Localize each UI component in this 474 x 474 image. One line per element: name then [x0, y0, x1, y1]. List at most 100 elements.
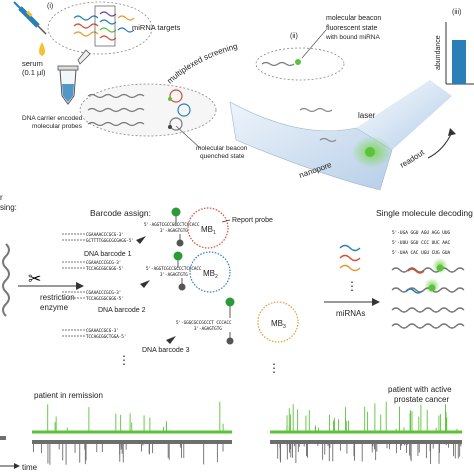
- time-arrowhead: [14, 463, 20, 469]
- beacon-fluor-label-1: molecular beacon: [326, 15, 381, 22]
- seq-e1: CGAAACCCGCG-3': [86, 290, 121, 295]
- seq-d1: 5'-AGGTCGCCGCCCTCCCACC: [146, 266, 202, 271]
- probe-1-group: 5'-AGGTCGCCGCCCTCCCACC 3'-AGAGTGTG MB1: [144, 207, 229, 249]
- beacon-quenched-label-1: molecular beacon: [196, 145, 248, 152]
- beacon-loop-1: [187, 207, 229, 249]
- syringe-icon: [13, 1, 47, 35]
- mirnas-label: miRNAs: [336, 309, 365, 318]
- fluor-molecule: [365, 147, 375, 157]
- restriction-label-2: enzyme: [40, 303, 69, 312]
- cancer-trace-green-baseline: [270, 430, 462, 434]
- seq-e2: TCCAGCGGCGGG-5': [86, 296, 124, 301]
- bind-arrow-1: [136, 236, 146, 244]
- decode-seq-3: 5'-UAA CAC UGU CUG GUA: [392, 250, 451, 256]
- quencher-2: [178, 283, 186, 291]
- beacon-loop-2: [189, 251, 231, 293]
- serum-drop-icon: [39, 42, 45, 56]
- probe-3-group: 5'-GGGCGCCGCCCT CCCACC 3'-AGAGTGTG MB3: [176, 297, 299, 345]
- remission-trace-gray-baseline: [32, 440, 232, 444]
- seq-a1: CGAAAACCCGCG-3': [86, 232, 124, 237]
- fluor-dot: [295, 59, 301, 65]
- bound-beacon-ellipse: [255, 47, 345, 81]
- left-fragment-2: sing:: [0, 203, 17, 212]
- seq-c2: TCCAGCGGCGGG-5': [86, 266, 124, 271]
- quencher-1: [176, 239, 184, 247]
- cancer-trace-gray-baseline: [270, 440, 462, 444]
- dna-carrier-label-1: DNA carrier encoded: [22, 115, 83, 122]
- bind-arrow-3: [166, 336, 176, 344]
- barcode-3-label: DNA barcode 3: [142, 347, 190, 354]
- readout-label: readout: [398, 147, 426, 169]
- seq-b1: 5'-AGGTCGCCGCCCTCCCACC: [144, 222, 200, 227]
- barcode-2-label: DNA barcode 2: [98, 307, 146, 314]
- active-label-1: patient with active: [388, 385, 452, 394]
- mb1-label: MB1: [201, 225, 216, 236]
- nanopore-funnel: [229, 101, 393, 191]
- translocating-strand: [299, 107, 333, 113]
- trace-group: [0, 401, 462, 465]
- decoding-strands: [391, 258, 465, 329]
- mb3-label: MB3: [271, 319, 286, 330]
- sample-tube-icon: [57, 49, 91, 105]
- ellipsis-mirna: ⋮: [346, 279, 358, 293]
- seq-c1: CGAAACCCGCG-3': [86, 260, 121, 265]
- dna-carrier-probes: [87, 89, 191, 131]
- mirna-targets-label: miRNA targets: [132, 23, 181, 32]
- serum-label: serum: [22, 59, 43, 68]
- quenched-leader-line: [175, 125, 201, 149]
- mirna-squiggles: [339, 244, 361, 272]
- beacon-fluor-label-3: with bound miRNA: [325, 34, 380, 41]
- fluorophore-2: [173, 251, 183, 261]
- bind-arrow-2: [140, 280, 150, 288]
- scissors-icon: ✂: [28, 271, 41, 288]
- translocating-strand-2: [319, 137, 337, 143]
- targets-ellipse: [47, 1, 153, 55]
- laser-beam: [356, 80, 452, 150]
- restriction-arrowhead: [76, 282, 84, 290]
- serum-volume-label: (0.1 µl): [22, 68, 46, 77]
- panel-a: (i) serum (0.1 µl) miRNA targets DNA c: [13, 1, 474, 191]
- abundance-label: abundance: [435, 35, 442, 70]
- remission-label: patient in remission: [34, 391, 103, 400]
- panel-label-i: (i): [47, 3, 53, 10]
- dna-carrier-label-2: molecular probes: [32, 123, 83, 130]
- decode-seq-2: 5'-UUU GGU CCC UUC AAC: [392, 240, 451, 246]
- fluorophore-3: [225, 297, 235, 307]
- fluorophore-1: [171, 207, 181, 217]
- beacon-quenched-label-2: quenched state: [200, 153, 245, 160]
- time-label: time: [22, 463, 38, 472]
- restriction-label-1: restriction: [40, 293, 75, 302]
- mirna-targets-cluster: [73, 5, 135, 47]
- seq-d2: 3'-AGAGTGTG: [160, 272, 188, 277]
- mb2-label: MB2: [203, 269, 218, 280]
- seq-g2: TCCAGCGGCTGGA-5': [86, 334, 126, 339]
- seq-f1: 5'-GGGCGCCGCCCT CCCACC: [176, 320, 232, 325]
- multiplexed-screening-label: multiplexed screening: [165, 42, 238, 86]
- barcode-1-group: CGAAAACCCGCG-3' GCTTTTGGGCGCGAGG-5' DNA …: [62, 232, 134, 258]
- beacon-fluor-label-2: fluorescent state: [326, 25, 377, 32]
- seq-g1: CGAAACCGCG-3': [86, 328, 119, 333]
- fluor-leader-line: [301, 29, 327, 59]
- decode-seq-1: 5'-UGA GGU AGU AGG UUG: [392, 230, 451, 236]
- left-fragment-1: r: [0, 193, 3, 202]
- readout-arrowhead: [448, 128, 456, 136]
- seq-a2: GCTTTTGGGCGCGAGG-5': [86, 238, 134, 243]
- barcode-1-label: DNA barcode 1: [84, 251, 132, 258]
- genomic-dna-strand: [2, 243, 10, 317]
- barcode-3-group: CGAAACCGCG-3' TCCAGCGGCTGGA-5' DNA barco…: [62, 328, 190, 354]
- seq-b2: 3'-AGAGTGTG: [160, 228, 188, 233]
- mirna-arrowhead: [372, 298, 380, 306]
- seq-f2: 3'-AGAGTGTG: [194, 326, 222, 331]
- barcode-2-group: CGAAACCCGCG-3' TCCAGCGGCGGG-5': [62, 260, 124, 271]
- ellipsis-left: ⋮: [118, 353, 130, 367]
- panel-c: patient in remission patient with active…: [0, 385, 462, 472]
- single-molecule-label: Single molecule decoding: [376, 208, 473, 218]
- probes-ellipse: [79, 83, 217, 137]
- active-label-2: prostate cancer: [394, 395, 449, 404]
- panel-label-ii: (ii): [290, 33, 298, 40]
- quencher-3: [226, 337, 234, 345]
- barcode-assign-label: Barcode assign:: [90, 208, 151, 218]
- report-probe-leader: [221, 219, 231, 223]
- probe-2-group: 5'-AGGTCGCCGCCCTCCCACC 3'-AGAGTGTG MB2: [146, 251, 231, 293]
